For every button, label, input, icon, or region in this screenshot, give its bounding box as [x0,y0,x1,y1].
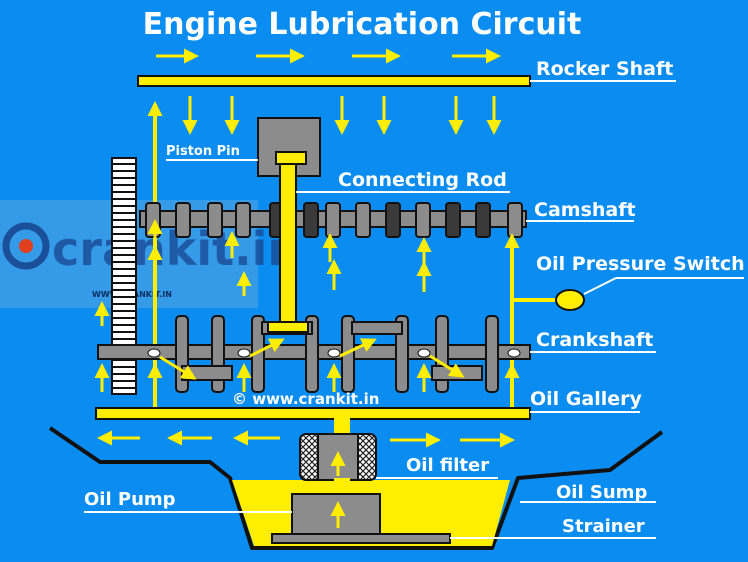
label-oil-sump: Oil Sump [556,482,647,503]
label-oil-pressure-switch: Oil Pressure Switch [536,253,745,275]
cam-lobe [507,202,523,238]
label-oil-pump: Oil Pump [84,489,176,510]
label-oil-gallery: Oil Gallery [530,388,642,410]
cam-lobe [385,202,401,238]
label-rocker-shaft: Rocker Shaft [536,58,673,80]
oil-gallery [95,407,531,420]
label-piston-pin: Piston Pin [166,144,240,159]
cam-lobe [207,202,223,238]
label-oil-filter: Oil filter [406,455,489,476]
piston-pin [275,151,307,165]
copyright-text: © www.crankit.in [232,390,379,408]
oil-flow-arrow [159,355,197,380]
piston-assembly [257,117,321,333]
cam-lobe [475,202,491,238]
label-strainer: Strainer [562,516,645,537]
connecting-rod [279,163,297,325]
cam-lobe [325,202,341,238]
cam-lobe [415,202,431,238]
crankshaft [97,315,531,393]
oil-flow-arrow [249,338,285,358]
leader-lines [84,80,744,539]
oil-flow-arrow [429,354,465,378]
oil-pressure-switch [555,289,585,311]
cam-lobe [355,202,371,238]
label-crankshaft: Crankshaft [536,329,653,351]
rocker-shaft [137,75,531,87]
cam-lobe [175,202,191,238]
cam-lobe [235,202,251,238]
cam-lobe [145,202,161,238]
strainer [271,533,451,544]
oil-flow-arrow [339,338,377,358]
label-connecting-rod: Connecting Rod [338,169,507,191]
cam-lobe [303,202,319,238]
oil-flow-arrows [94,48,520,528]
label-camshaft: Camshaft [534,199,636,221]
oil-pump [291,493,381,535]
sump-outline [48,426,664,550]
cam-lobe [445,202,461,238]
diagram-title: Engine Lubrication Circuit [143,7,582,42]
crank-web [485,315,499,393]
